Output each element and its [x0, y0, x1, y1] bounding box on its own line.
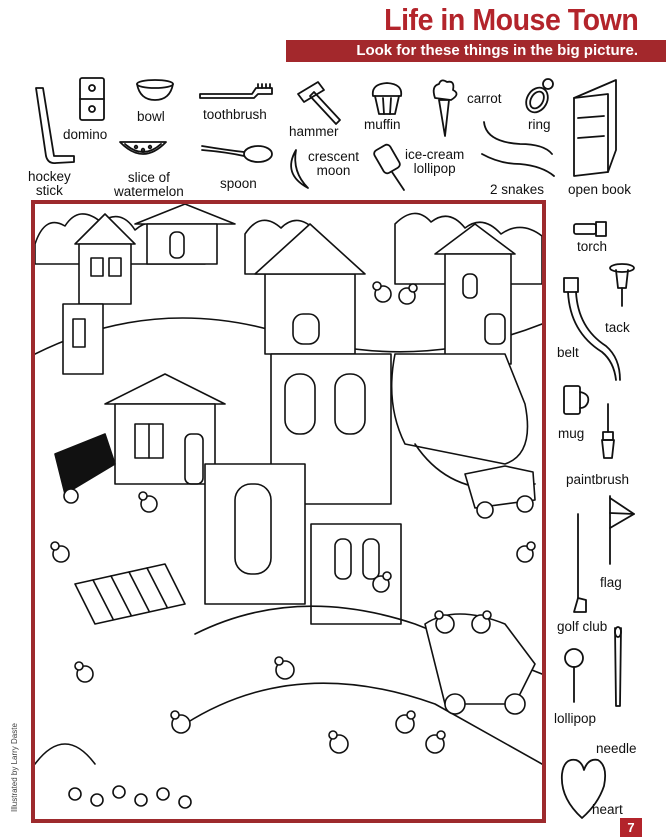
item-label-spoon: spoon	[220, 176, 257, 191]
item-label-open-book: open book	[568, 182, 632, 197]
mug-icon	[562, 384, 592, 418]
instruction-banner: Look for these things in the big picture…	[286, 40, 666, 62]
item-label-hammer: hammer	[289, 124, 339, 139]
paintbrush-icon	[596, 402, 620, 462]
open-book-icon	[568, 78, 628, 180]
item-label-domino: domino	[63, 127, 108, 142]
item-label-carrot: carrot	[467, 91, 502, 106]
watermelon-slice-icon	[118, 138, 168, 164]
crescent-moon-icon	[286, 148, 320, 190]
lollipop-icon	[562, 646, 588, 704]
item-label-needle: needle	[596, 741, 637, 756]
item-label-ring: ring	[528, 117, 551, 132]
heart-icon	[558, 754, 608, 820]
item-label-slice-of-watermelon: slice of watermelon	[114, 170, 184, 199]
item-label-lollipop: lollipop	[554, 711, 597, 726]
item-label-flag: flag	[600, 575, 622, 590]
flag-icon	[604, 494, 640, 566]
page-title: Life in Mouse Town	[383, 2, 639, 37]
belt-icon	[562, 276, 622, 386]
carrot-icon	[421, 76, 467, 140]
item-label-heart: heart	[592, 802, 623, 817]
needle-icon	[610, 624, 626, 708]
tack-icon	[606, 262, 640, 308]
ice-cream-lollipop-icon	[372, 142, 412, 192]
item-label-torch: torch	[577, 239, 608, 254]
item-label-bowl: bowl	[137, 109, 165, 124]
item-label-crescent-moon: crescent moon	[308, 149, 360, 178]
domino-icon	[78, 76, 108, 124]
item-label-muffin: muffin	[364, 117, 401, 132]
item-label-ice-cream-lollipop: ice-cream lollipop	[405, 147, 465, 176]
snakes-icon	[480, 118, 560, 182]
item-label-hockey-stick: hockey stick	[28, 169, 71, 198]
item-label-belt: belt	[557, 345, 579, 360]
item-label-mug: mug	[558, 426, 585, 441]
item-label-two-snakes: 2 snakes	[490, 182, 545, 197]
muffin-icon	[369, 80, 405, 116]
hockey-stick-icon	[30, 86, 80, 170]
item-label-tack: tack	[605, 320, 630, 335]
item-label-toothbrush: toothbrush	[203, 107, 267, 122]
hidden-picture-scene	[31, 200, 546, 823]
golf-club-icon	[568, 512, 592, 616]
ring-icon	[522, 76, 556, 116]
item-label-paintbrush: paintbrush	[566, 472, 630, 487]
toothbrush-icon	[198, 82, 274, 102]
item-label-golf-club: golf club	[557, 619, 608, 634]
torch-icon	[572, 220, 612, 238]
spoon-icon	[200, 142, 274, 168]
instruction-text: Look for these things in the big picture…	[356, 42, 638, 59]
illustrator-credit: Illustrated by Larry Daste	[10, 723, 19, 812]
bowl-icon	[134, 78, 176, 104]
page-number: 7	[620, 818, 642, 837]
hammer-icon	[296, 80, 344, 125]
